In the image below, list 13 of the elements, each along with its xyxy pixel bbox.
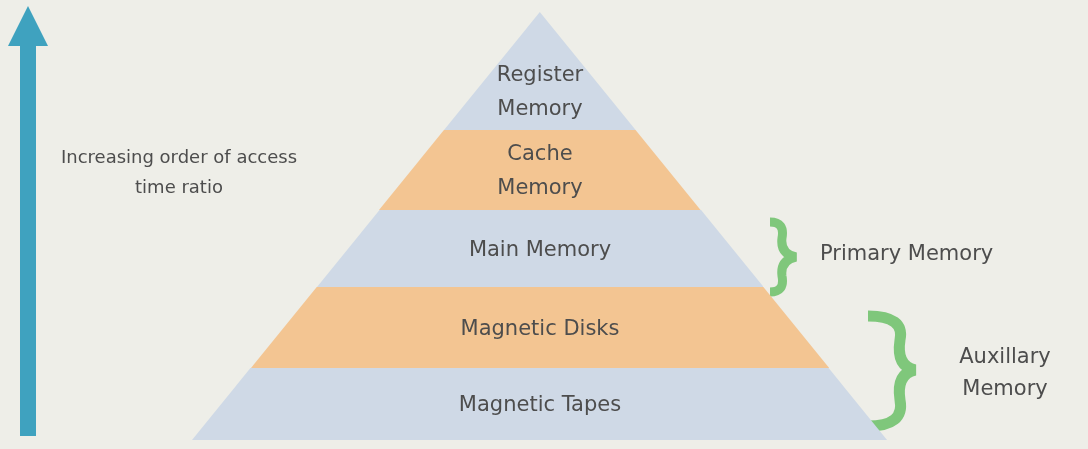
pyramid-tier bbox=[250, 287, 830, 368]
annotation-text: Primary Memory bbox=[820, 240, 995, 267]
pyramid-tier bbox=[444, 12, 636, 130]
tier-label: Magnetic Disks bbox=[460, 314, 620, 342]
tier-label: Main Memory bbox=[468, 235, 612, 263]
pyramid-tier bbox=[379, 130, 701, 210]
tier-label: Register Memory bbox=[495, 61, 585, 122]
annotation-text: Auxillary Memory bbox=[958, 343, 1052, 402]
annotation-text: Increasing order of access time ratio bbox=[59, 145, 299, 199]
pyramid-tier bbox=[192, 368, 888, 440]
tier-label: Cache Memory bbox=[496, 140, 584, 201]
pyramid-tier bbox=[316, 210, 764, 287]
tier-label: Magnetic Tapes bbox=[458, 391, 622, 418]
